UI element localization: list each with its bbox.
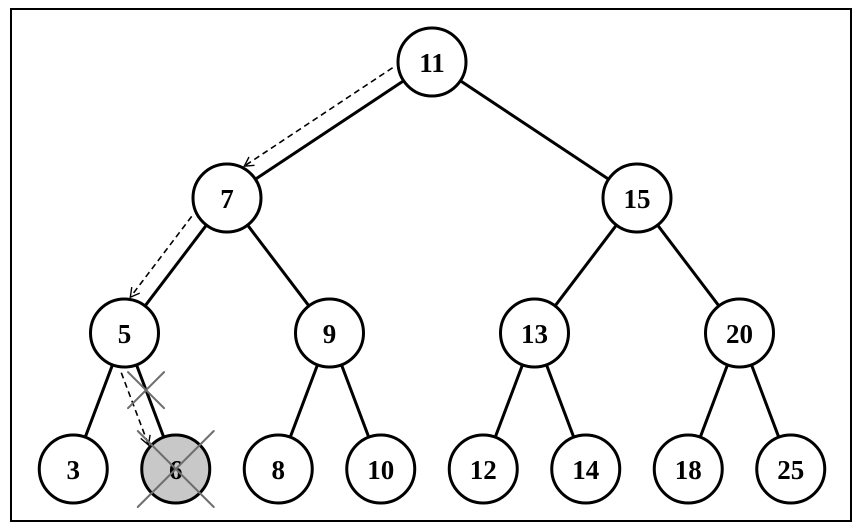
tree-edge-20-25 [749,363,781,439]
node-label: 12 [470,455,497,485]
node-circle [652,433,724,505]
tree-edge-9-8 [288,363,320,439]
tree-edge-15-13 [553,223,618,308]
tree-node-3: 3 [37,433,109,505]
node-label: 25 [777,455,804,485]
node-circle [89,297,160,369]
node-circle [550,433,622,505]
node-label: 14 [572,455,599,485]
node-circle [345,433,417,505]
tree-node-13: 13 [499,297,570,369]
node-label: 13 [521,319,548,349]
tree-edge-7-9 [246,223,311,308]
tree-node-18: 18 [652,433,724,505]
node-circle [447,433,519,505]
tree-node-10: 10 [345,433,417,505]
node-circle [396,26,468,98]
node-circle [242,433,314,505]
node-circle [37,433,109,505]
tree-edge-5-3 [83,363,115,439]
tree-edge-11-15 [458,79,611,181]
node-label: 5 [118,319,132,349]
node-label: 15 [624,184,651,214]
tree-node-9: 9 [294,297,365,369]
search-path-arrows [120,67,394,447]
node-circle [704,297,775,369]
tree-node-5: 5 [89,297,160,369]
tree-edge-13-12 [493,363,525,439]
node-circle [294,297,365,369]
tree-nodes: 117536981015131214201825 [37,26,827,505]
search-arrow-7-5 [129,215,193,299]
node-label: 18 [675,455,702,485]
tree-edge-7-5 [143,223,208,308]
cross-edge-5-6 [127,371,166,410]
tree-edge-9-10 [339,363,371,439]
diagram-frame [10,8,852,522]
node-label: 7 [220,184,234,214]
cross-node-6 [136,430,215,508]
node-label: 10 [367,455,394,485]
node-label: 11 [419,48,445,78]
tree-edges [83,79,781,439]
tree-edge-15-20 [656,223,721,308]
tree-node-25: 25 [755,433,827,505]
search-arrow-11-7 [243,67,394,167]
node-label: 8 [272,455,286,485]
node-circle [191,162,263,234]
tree-node-12: 12 [447,433,519,505]
removal-marks [127,371,215,508]
node-label: 9 [323,319,337,349]
tree-edge-20-18 [698,363,730,439]
tree-node-15: 15 [601,162,673,234]
tree-node-7: 7 [191,162,263,234]
tree-node-11: 11 [396,26,468,98]
tree-edge-11-7 [253,79,406,181]
node-circle [755,433,827,505]
node-circle [601,162,673,234]
node-label: 3 [67,455,81,485]
tree-node-20: 20 [704,297,775,369]
tree-node-8: 8 [242,433,314,505]
tree-node-14: 14 [550,433,622,505]
node-circle [499,297,570,369]
search-arrow-5-6 [120,372,151,447]
node-label: 20 [726,319,753,349]
tree-edge-13-14 [544,363,576,439]
tree-edge-5-6 [134,363,166,439]
